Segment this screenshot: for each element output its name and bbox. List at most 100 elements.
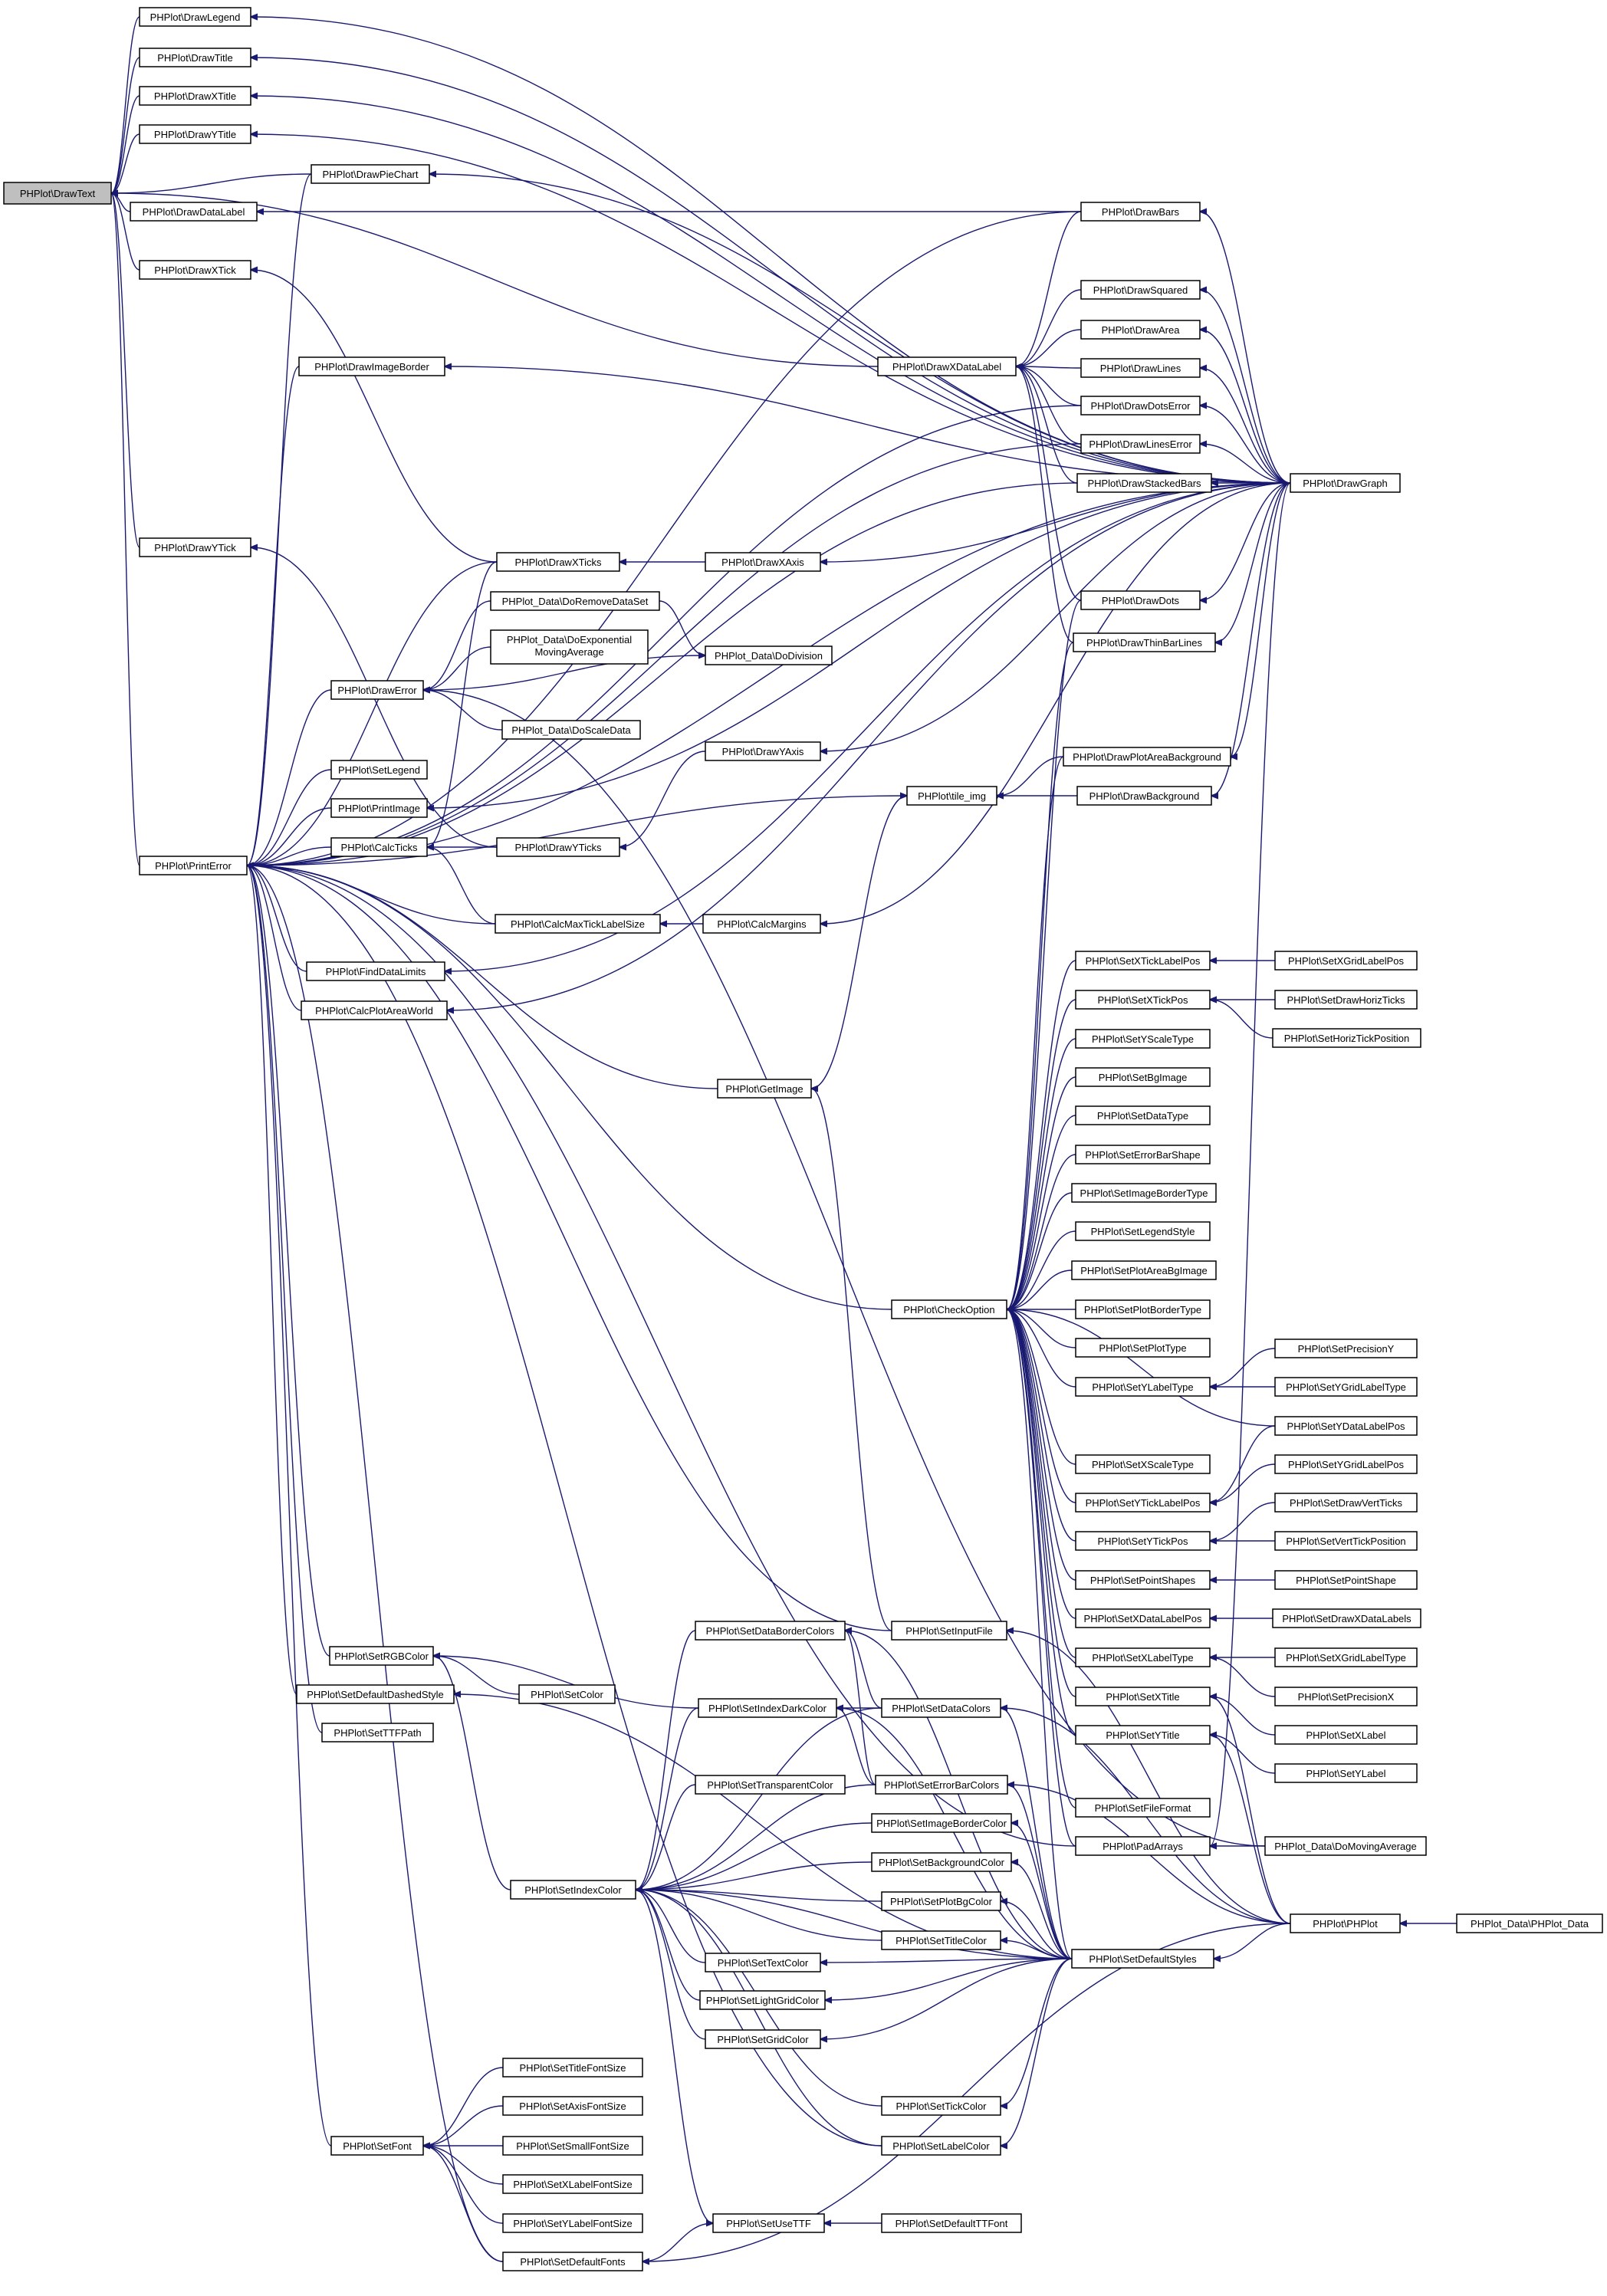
node-set-default-fonts[interactable]: PHPlot\SetDefaultFonts [502, 2252, 643, 2271]
node-set-xtick-label-pos[interactable]: PHPlot\SetXTickLabelPos [1075, 951, 1211, 971]
node-draw-yaxis[interactable]: PHPlot\DrawYAxis [705, 741, 821, 761]
node-do-division[interactable]: PHPlot_Data\DoDivision [705, 645, 833, 665]
node-draw-bars[interactable]: PHPlot\DrawBars [1080, 202, 1201, 222]
node-draw-xtick[interactable]: PHPlot\DrawXTick [139, 260, 251, 280]
node-print-error[interactable]: PHPlot\PrintError [139, 856, 248, 875]
node-get-image[interactable]: PHPlot\GetImage [717, 1079, 812, 1099]
node-set-draw-vert-ticks[interactable]: PHPlot\SetDrawVertTicks [1274, 1493, 1418, 1513]
node-set-input-file[interactable]: PHPlot\SetInputFile [891, 1621, 1007, 1641]
node-draw-background[interactable]: PHPlot\DrawBackground [1076, 786, 1212, 806]
node-set-xdata-label-pos[interactable]: PHPlot\SetXDataLabelPos [1075, 1608, 1211, 1628]
node-draw-error[interactable]: PHPlot\DrawError [330, 680, 424, 700]
node-set-xlabel[interactable]: PHPlot\SetXLabel [1274, 1725, 1418, 1745]
node-draw-legend[interactable]: PHPlot\DrawLegend [139, 7, 251, 27]
node-set-rgbcolor[interactable]: PHPlot\SetRGBColor [329, 1646, 434, 1666]
node-draw-dots-error[interactable]: PHPlot\DrawDotsError [1080, 396, 1201, 416]
node-set-precision-x[interactable]: PHPlot\SetPrecisionX [1274, 1687, 1418, 1706]
node-set-ylabel-font-size[interactable]: PHPlot\SetYLabelFontSize [502, 2213, 643, 2233]
node-set-ygrid-label-pos[interactable]: PHPlot\SetYGridLabelPos [1274, 1454, 1418, 1474]
node-draw-ytick[interactable]: PHPlot\DrawYTick [139, 537, 251, 557]
node-set-xlabel-type[interactable]: PHPlot\SetXLabelType [1075, 1647, 1211, 1667]
node-set-use-ttf[interactable]: PHPlot\SetUseTTF [712, 2213, 825, 2233]
node-set-ytitle[interactable]: PHPlot\SetYTitle [1075, 1725, 1211, 1745]
node-draw-image-border[interactable]: PHPlot\DrawImageBorder [298, 356, 445, 376]
node-set-small-font-size[interactable]: PHPlot\SetSmallFontSize [502, 2136, 643, 2156]
node-set-xgrid-label-type[interactable]: PHPlot\SetXGridLabelType [1274, 1647, 1418, 1667]
node-set-point-shapes[interactable]: PHPlot\SetPointShapes [1075, 1570, 1211, 1590]
node-draw-xaxis[interactable]: PHPlot\DrawXAxis [705, 552, 821, 572]
node-set-point-shape[interactable]: PHPlot\SetPointShape [1274, 1570, 1418, 1590]
node-draw-plot-area-background[interactable]: PHPlot\DrawPlotAreaBackground [1063, 747, 1231, 767]
node-set-default-dashed-style[interactable]: PHPlot\SetDefaultDashedStyle [296, 1684, 455, 1704]
node-set-vert-tick-position[interactable]: PHPlot\SetVertTickPosition [1274, 1531, 1418, 1551]
node-calc-max-tick-label-size[interactable]: PHPlot\CalcMaxTickLabelSize [495, 914, 661, 934]
node-set-draw-xdata-labels[interactable]: PHPlot\SetDrawXDataLabels [1272, 1608, 1421, 1628]
node-set-precision-y[interactable]: PHPlot\SetPrecisionY [1274, 1339, 1418, 1358]
node-pad-arrays[interactable]: PHPlot\PadArrays [1075, 1836, 1211, 1856]
node-set-xlabel-font-size[interactable]: PHPlot\SetXLabelFontSize [502, 2174, 643, 2194]
node-set-xgrid-label-pos[interactable]: PHPlot\SetXGridLabelPos [1274, 951, 1418, 971]
node-draw-data-label[interactable]: PHPlot\DrawDataLabel [130, 202, 258, 222]
node-phplot[interactable]: PHPlot\PHPlot [1290, 1913, 1401, 1933]
node-draw-yticks[interactable]: PHPlot\DrawYTicks [496, 837, 620, 857]
node-tile-img[interactable]: PHPlot\tile_img [906, 786, 997, 806]
node-set-font[interactable]: PHPlot\SetFont [330, 2136, 424, 2156]
node-set-error-bar-colors[interactable]: PHPlot\SetErrorBarColors [875, 1775, 1008, 1795]
node-set-title-color[interactable]: PHPlot\SetTitleColor [881, 1930, 1001, 1950]
node-set-file-format[interactable]: PHPlot\SetFileFormat [1075, 1798, 1211, 1818]
node-set-bg-image[interactable]: PHPlot\SetBgImage [1075, 1067, 1211, 1087]
node-draw-lines[interactable]: PHPlot\DrawLines [1080, 358, 1201, 378]
node-draw-title[interactable]: PHPlot\DrawTitle [139, 48, 251, 67]
node-do-moving-average[interactable]: PHPlot_Data\DoMovingAverage [1264, 1836, 1427, 1856]
node-set-ytick-pos[interactable]: PHPlot\SetYTickPos [1075, 1531, 1211, 1551]
node-set-text-color[interactable]: PHPlot\SetTextColor [705, 1953, 821, 1972]
node-draw-graph[interactable]: PHPlot\DrawGraph [1290, 473, 1401, 493]
node-draw-area[interactable]: PHPlot\DrawArea [1080, 320, 1201, 340]
node-set-plot-type[interactable]: PHPlot\SetPlotType [1075, 1338, 1211, 1358]
node-set-xscale-type[interactable]: PHPlot\SetXScaleType [1075, 1454, 1211, 1474]
node-set-image-border-color[interactable]: PHPlot\SetImageBorderColor [871, 1813, 1012, 1833]
node-calc-margins[interactable]: PHPlot\CalcMargins [702, 914, 821, 934]
node-set-error-bar-shape[interactable]: PHPlot\SetErrorBarShape [1075, 1145, 1211, 1164]
node-draw-stacked-bars[interactable]: PHPlot\DrawStackedBars [1076, 473, 1212, 493]
node-set-ytick-label-pos[interactable]: PHPlot\SetYTickLabelPos [1075, 1493, 1211, 1513]
node-print-image[interactable]: PHPlot\PrintImage [330, 798, 428, 818]
node-set-legend[interactable]: PHPlot\SetLegend [330, 760, 428, 780]
node-draw-xticks[interactable]: PHPlot\DrawXTicks [496, 552, 620, 572]
node-set-data-type[interactable]: PHPlot\SetDataType [1075, 1105, 1211, 1125]
node-calc-ticks[interactable]: PHPlot\CalcTicks [330, 837, 428, 857]
node-set-legend-style[interactable]: PHPlot\SetLegendStyle [1075, 1221, 1211, 1241]
node-set-default-styles[interactable]: PHPlot\SetDefaultStyles [1071, 1949, 1214, 1969]
node-set-plot-bg-color[interactable]: PHPlot\SetPlotBgColor [881, 1891, 1001, 1911]
node-set-color[interactable]: PHPlot\SetColor [518, 1684, 616, 1704]
node-draw-ytitle[interactable]: PHPlot\DrawYTitle [139, 124, 251, 144]
node-set-tick-color[interactable]: PHPlot\SetTickColor [881, 2096, 1001, 2116]
node-draw-dots[interactable]: PHPlot\DrawDots [1080, 590, 1201, 610]
node-calc-plot-area-world[interactable]: PHPlot\CalcPlotAreaWorld [301, 1000, 448, 1020]
node-set-grid-color[interactable]: PHPlot\SetGridColor [705, 2029, 821, 2049]
node-do-remove-data-set[interactable]: PHPlot_Data\DoRemoveDataSet [490, 591, 660, 611]
node-set-ylabel-type[interactable]: PHPlot\SetYLabelType [1075, 1377, 1211, 1397]
node-set-data-border-colors[interactable]: PHPlot\SetDataBorderColors [695, 1621, 846, 1641]
node-set-ydata-label-pos[interactable]: PHPlot\SetYDataLabelPos [1274, 1416, 1418, 1436]
node-set-ylabel[interactable]: PHPlot\SetYLabel [1274, 1763, 1418, 1783]
node-draw-thin-bar-lines[interactable]: PHPlot\DrawThinBarLines [1073, 632, 1216, 652]
node-draw-lines-error[interactable]: PHPlot\DrawLinesError [1080, 434, 1201, 454]
node-set-transparent-color[interactable]: PHPlot\SetTransparentColor [695, 1775, 846, 1795]
node-set-title-font-size[interactable]: PHPlot\SetTitleFontSize [502, 2058, 643, 2078]
node-set-ygrid-label-type[interactable]: PHPlot\SetYGridLabelType [1274, 1377, 1418, 1397]
node-draw-squared[interactable]: PHPlot\DrawSquared [1080, 280, 1201, 300]
node-draw-xtitle[interactable]: PHPlot\DrawXTitle [139, 86, 251, 106]
node-draw-text[interactable]: PHPlot\DrawText [3, 182, 112, 205]
node-set-ttfpath[interactable]: PHPlot\SetTTFPath [321, 1723, 434, 1743]
node-check-option[interactable]: PHPlot\CheckOption [891, 1299, 1007, 1319]
node-set-image-border-type[interactable]: PHPlot\SetImageBorderType [1071, 1183, 1217, 1203]
node-set-yscale-type[interactable]: PHPlot\SetYScaleType [1075, 1029, 1211, 1049]
node-set-axis-font-size[interactable]: PHPlot\SetAxisFontSize [502, 2096, 643, 2116]
node-set-plot-border-type[interactable]: PHPlot\SetPlotBorderType [1075, 1299, 1211, 1319]
node-set-background-color[interactable]: PHPlot\SetBackgroundColor [871, 1852, 1012, 1872]
node-set-xtitle[interactable]: PHPlot\SetXTitle [1075, 1687, 1211, 1706]
node-set-index-dark-color[interactable]: PHPlot\SetIndexDarkColor [698, 1698, 837, 1718]
node-set-draw-horiz-ticks[interactable]: PHPlot\SetDrawHorizTicks [1274, 990, 1418, 1010]
node-set-label-color[interactable]: PHPlot\SetLabelColor [881, 2136, 1001, 2156]
